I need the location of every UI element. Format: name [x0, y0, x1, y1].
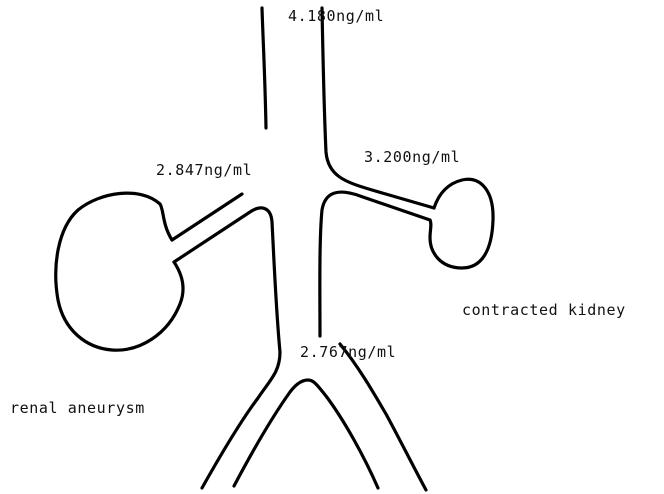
iliac-left-outer-wall [202, 352, 280, 488]
contracted-kidney-outline [430, 179, 493, 268]
right-renal-branch-lower-wall [320, 192, 430, 336]
iliac-inner-crotch [234, 380, 378, 488]
left-renal-vein-concentration-label: 2.847ng/ml [156, 163, 252, 178]
contracted-kidney-label: contracted kidney [462, 303, 626, 318]
iliac-right-outer-wall [340, 344, 426, 490]
right-renal-vein-concentration-label: 3.200ng/ml [364, 150, 460, 165]
vena-cava-right-wall-upper [322, 8, 434, 208]
aneurysmal-kidney-outline [56, 193, 183, 350]
infrarenal-concentration-label: 2.767ng/ml [300, 345, 396, 360]
left-renal-branch-upper-wall [172, 194, 242, 240]
vena-cava-left-wall-upper [262, 8, 266, 128]
suprarenal-concentration-label: 4.180ng/ml [288, 9, 384, 24]
renal-aneurysm-label: renal aneurysm [10, 401, 145, 416]
